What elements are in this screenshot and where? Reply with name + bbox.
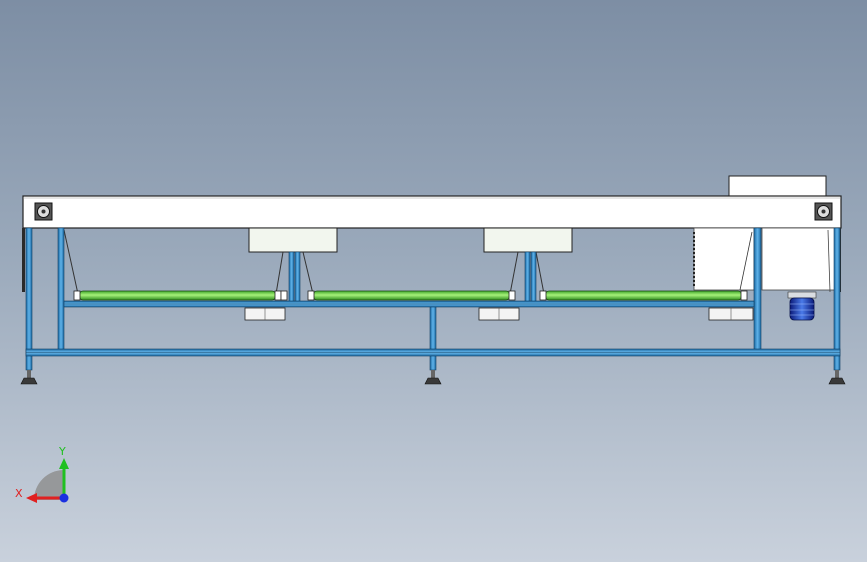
leg-center xyxy=(429,304,437,371)
foot-right xyxy=(828,370,846,385)
roller-1 xyxy=(78,290,277,301)
fan-icon-left xyxy=(34,202,53,221)
fan-icon-right xyxy=(814,202,833,221)
top-cover-box xyxy=(728,175,827,197)
side-panel xyxy=(761,227,838,291)
foot-left xyxy=(20,370,38,385)
post-right-inner xyxy=(753,227,762,351)
control-cabinet xyxy=(693,227,755,291)
top-panel xyxy=(22,195,842,229)
x-axis-label: X xyxy=(15,487,23,500)
roller-2 xyxy=(312,290,511,301)
y-axis-label: Y xyxy=(58,445,66,458)
post-left-inner xyxy=(57,227,65,351)
z-axis-dot xyxy=(59,493,69,503)
post-mid-right xyxy=(524,251,531,303)
coordinate-triad: Y X xyxy=(15,445,69,503)
sensor-box-left xyxy=(248,227,338,253)
foot-center xyxy=(424,370,442,385)
post-mid-left xyxy=(288,251,295,303)
sensor-box-right xyxy=(483,227,573,253)
drive-motor xyxy=(789,297,815,321)
roller-3 xyxy=(544,290,743,301)
